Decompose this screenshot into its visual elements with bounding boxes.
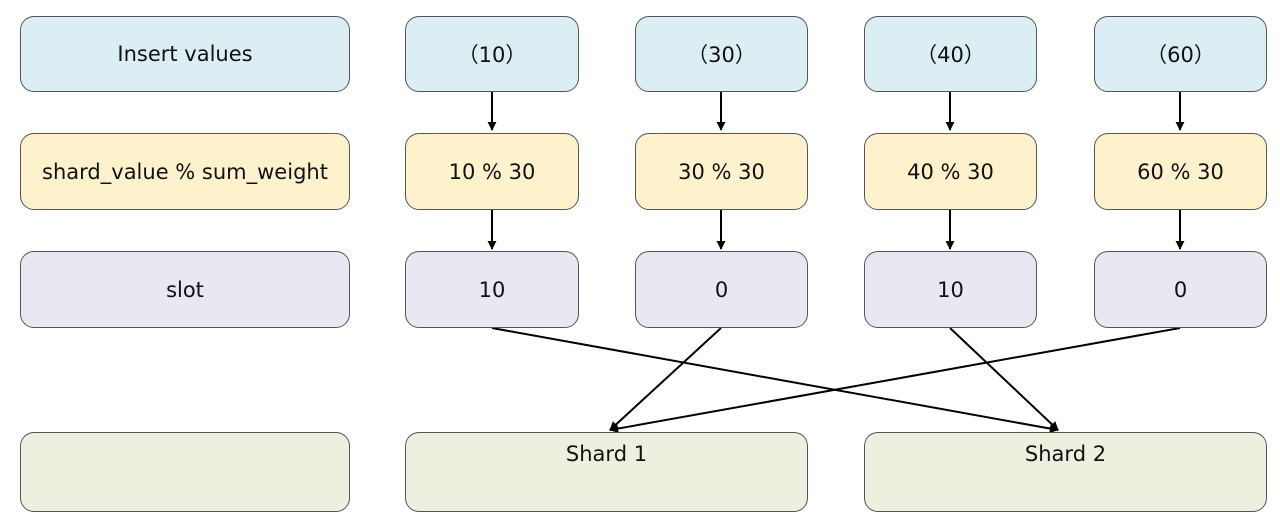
- arrow-slot3-shard2: [949, 327, 1059, 431]
- shard-1-node: Shard 1: [405, 432, 808, 512]
- shard-2-node: Shard 2: [864, 432, 1267, 512]
- modulo-node: 60 % 30: [1094, 133, 1267, 210]
- connector-lines: [487, 92, 1185, 434]
- slot-node: 10: [405, 251, 579, 328]
- slot-node: 10: [864, 251, 1037, 328]
- insert-value-node: （10）: [405, 16, 579, 92]
- label-slot: slot: [20, 251, 350, 328]
- insert-value-node: （30）: [635, 16, 808, 92]
- insert-value-node: （60）: [1094, 16, 1267, 92]
- slot-node: 0: [635, 251, 808, 328]
- arrow-slot4-shard1: [609, 327, 1181, 434]
- arrow-slot2-shard1: [609, 327, 722, 431]
- modulo-node: 40 % 30: [864, 133, 1037, 210]
- slot-node: 0: [1094, 251, 1267, 328]
- label-shard-row: [20, 432, 350, 512]
- label-shard-formula: shard_value % sum_weight: [20, 133, 350, 210]
- arrow-slot1-shard2: [491, 327, 1059, 433]
- modulo-node: 10 % 30: [405, 133, 579, 210]
- modulo-node: 30 % 30: [635, 133, 808, 210]
- insert-value-node: （40）: [864, 16, 1037, 92]
- label-insert-values: Insert values: [20, 16, 350, 92]
